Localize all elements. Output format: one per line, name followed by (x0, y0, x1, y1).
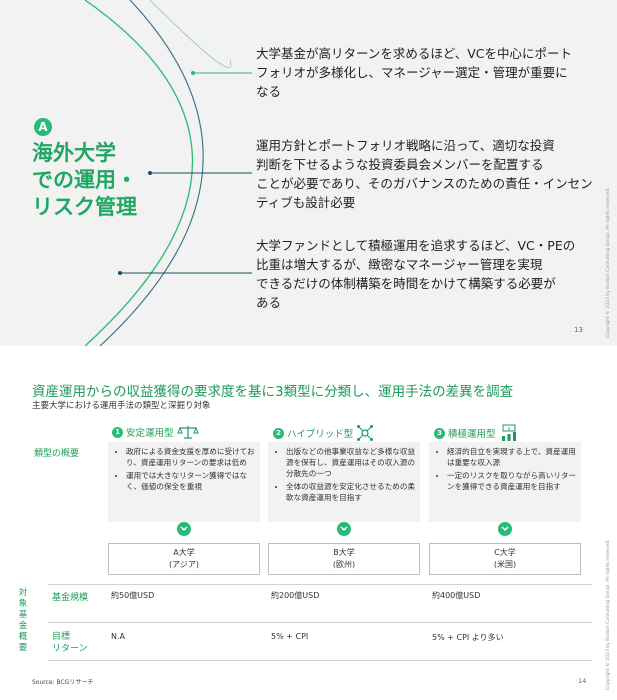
balance-scale-icon (176, 426, 199, 439)
arc-teal (99, 0, 204, 346)
list-item: 経済的自立を実現する上で、資産運用は重要な収入源 (447, 446, 577, 468)
money-growth-icon: $ (501, 424, 516, 441)
copyright-notice: Copyright © 2023 by Boston Consulting Gr… (606, 187, 611, 338)
point-1: 大学基金が高リターンを求めるほど、VCを中心にポート フォリオが多様化し、マネー… (256, 46, 573, 99)
row-label-fund-size: 基金規模 (52, 593, 89, 603)
university-card-1: A大学 (アジア) (108, 543, 260, 575)
table-divider (48, 584, 592, 585)
fund-size-2: 約200億USD (271, 591, 320, 600)
type-overview-box-2: 出版などの他事業収益など多様な収益源を保有し、資産運用はその収入源の分散先の一つ… (268, 442, 420, 522)
university-card-3: C大学 (米国) (429, 543, 581, 575)
column-header-1: 1 安定運用型 (112, 424, 199, 440)
row-label-target-return: 目標 リターン (52, 632, 88, 654)
section-badge: A (34, 118, 52, 136)
row-label-type-overview: 類型の概要 (34, 449, 80, 459)
column-header-2: 2 ハイブリッド型 (273, 424, 374, 442)
chevron-down-icon (498, 522, 512, 536)
slide-title: 資産運用からの収益獲得の要求度を基に3類型に分類し、運用手法の差異を調査 (32, 384, 514, 400)
page-number: 14 (578, 677, 587, 685)
table-divider (48, 622, 592, 623)
connector-dot-1 (191, 71, 195, 75)
slide-subtitle: 主要大学における運用手法の類型と深掘り対象 (32, 401, 211, 411)
list-item: 一定のリスクを取りながら高いリターンを獲得できる資産運用を目指す (447, 470, 577, 492)
slide-separator (0, 346, 617, 350)
list-item: 全体の収益源を安定化させるための柔軟な資産運用を目指す (286, 481, 416, 503)
target-return-3: 5% + CPI より多い (432, 633, 504, 642)
fund-size-3: 約400億USD (432, 591, 481, 600)
type-overview-box-1: 政府による資金支援を厚めに受けており、資産運用リターンの要求は低め 運用では大き… (108, 442, 260, 522)
arc-green (84, 0, 193, 346)
svg-text:$: $ (507, 426, 510, 431)
network-hub-icon (357, 425, 374, 441)
page-number: 13 (574, 326, 583, 334)
vertical-section-label: 対 象 基 金 概 要 (18, 588, 28, 653)
section-title: 海外大学 での運用・ リスク管理 (32, 141, 137, 219)
column-header-3: 3 積極運用型 $ (434, 424, 519, 442)
arc-light (149, 0, 232, 68)
column-number: 1 (112, 426, 123, 438)
list-item: 政府による資金支援を厚めに受けており、資産運用リターンの要求は低め (126, 446, 256, 468)
column-name: 安定運用型 (126, 428, 174, 439)
connector-dot-2 (148, 171, 152, 175)
university-card-2: B大学 (欧州) (268, 543, 420, 575)
chevron-down-icon (177, 522, 191, 536)
slide-14: 資産運用からの収益獲得の要求度を基に3類型に分類し、運用手法の差異を調査 主要大… (0, 350, 617, 700)
table-divider (48, 660, 592, 661)
fund-size-1: 約50億USD (111, 591, 155, 600)
point-3: 大学ファンドとして積極運用を追求するほど、VC・PEの 比重は増大するが、緻密な… (256, 238, 576, 310)
column-number: 3 (434, 427, 445, 439)
column-name: 積極運用型 (448, 429, 496, 440)
column-number: 2 (273, 427, 284, 439)
decorative-arcs (84, 0, 252, 346)
source-note: Source: BCGリサーチ (32, 679, 94, 686)
copyright-notice: Copyright © 2023 by Boston Consulting Gr… (606, 539, 611, 690)
list-item: 出版などの他事業収益など多様な収益源を保有し、資産運用はその収入源の分散先の一つ (286, 446, 416, 479)
column-name: ハイブリッド型 (287, 429, 354, 440)
target-return-1: N.A (111, 632, 125, 641)
chevron-down-icon (337, 522, 351, 536)
slide-13: A 海外大学 での運用・ リスク管理 大学基金が高リターンを求めるほど、VCを中… (0, 0, 617, 346)
list-item: 運用では大きなリターン獲得ではなく、価値の保全を重視 (126, 470, 256, 492)
point-2: 運用方針とポートフォリオ戦略に沿って、適切な投資 判断を下せるような投資委員会メ… (256, 138, 593, 210)
type-overview-box-3: 経済的自立を実現する上で、資産運用は重要な収入源 一定のリスクを取りながら高いリ… (429, 442, 581, 522)
connector-dot-3 (118, 271, 122, 275)
target-return-2: 5% + CPI (271, 632, 309, 641)
